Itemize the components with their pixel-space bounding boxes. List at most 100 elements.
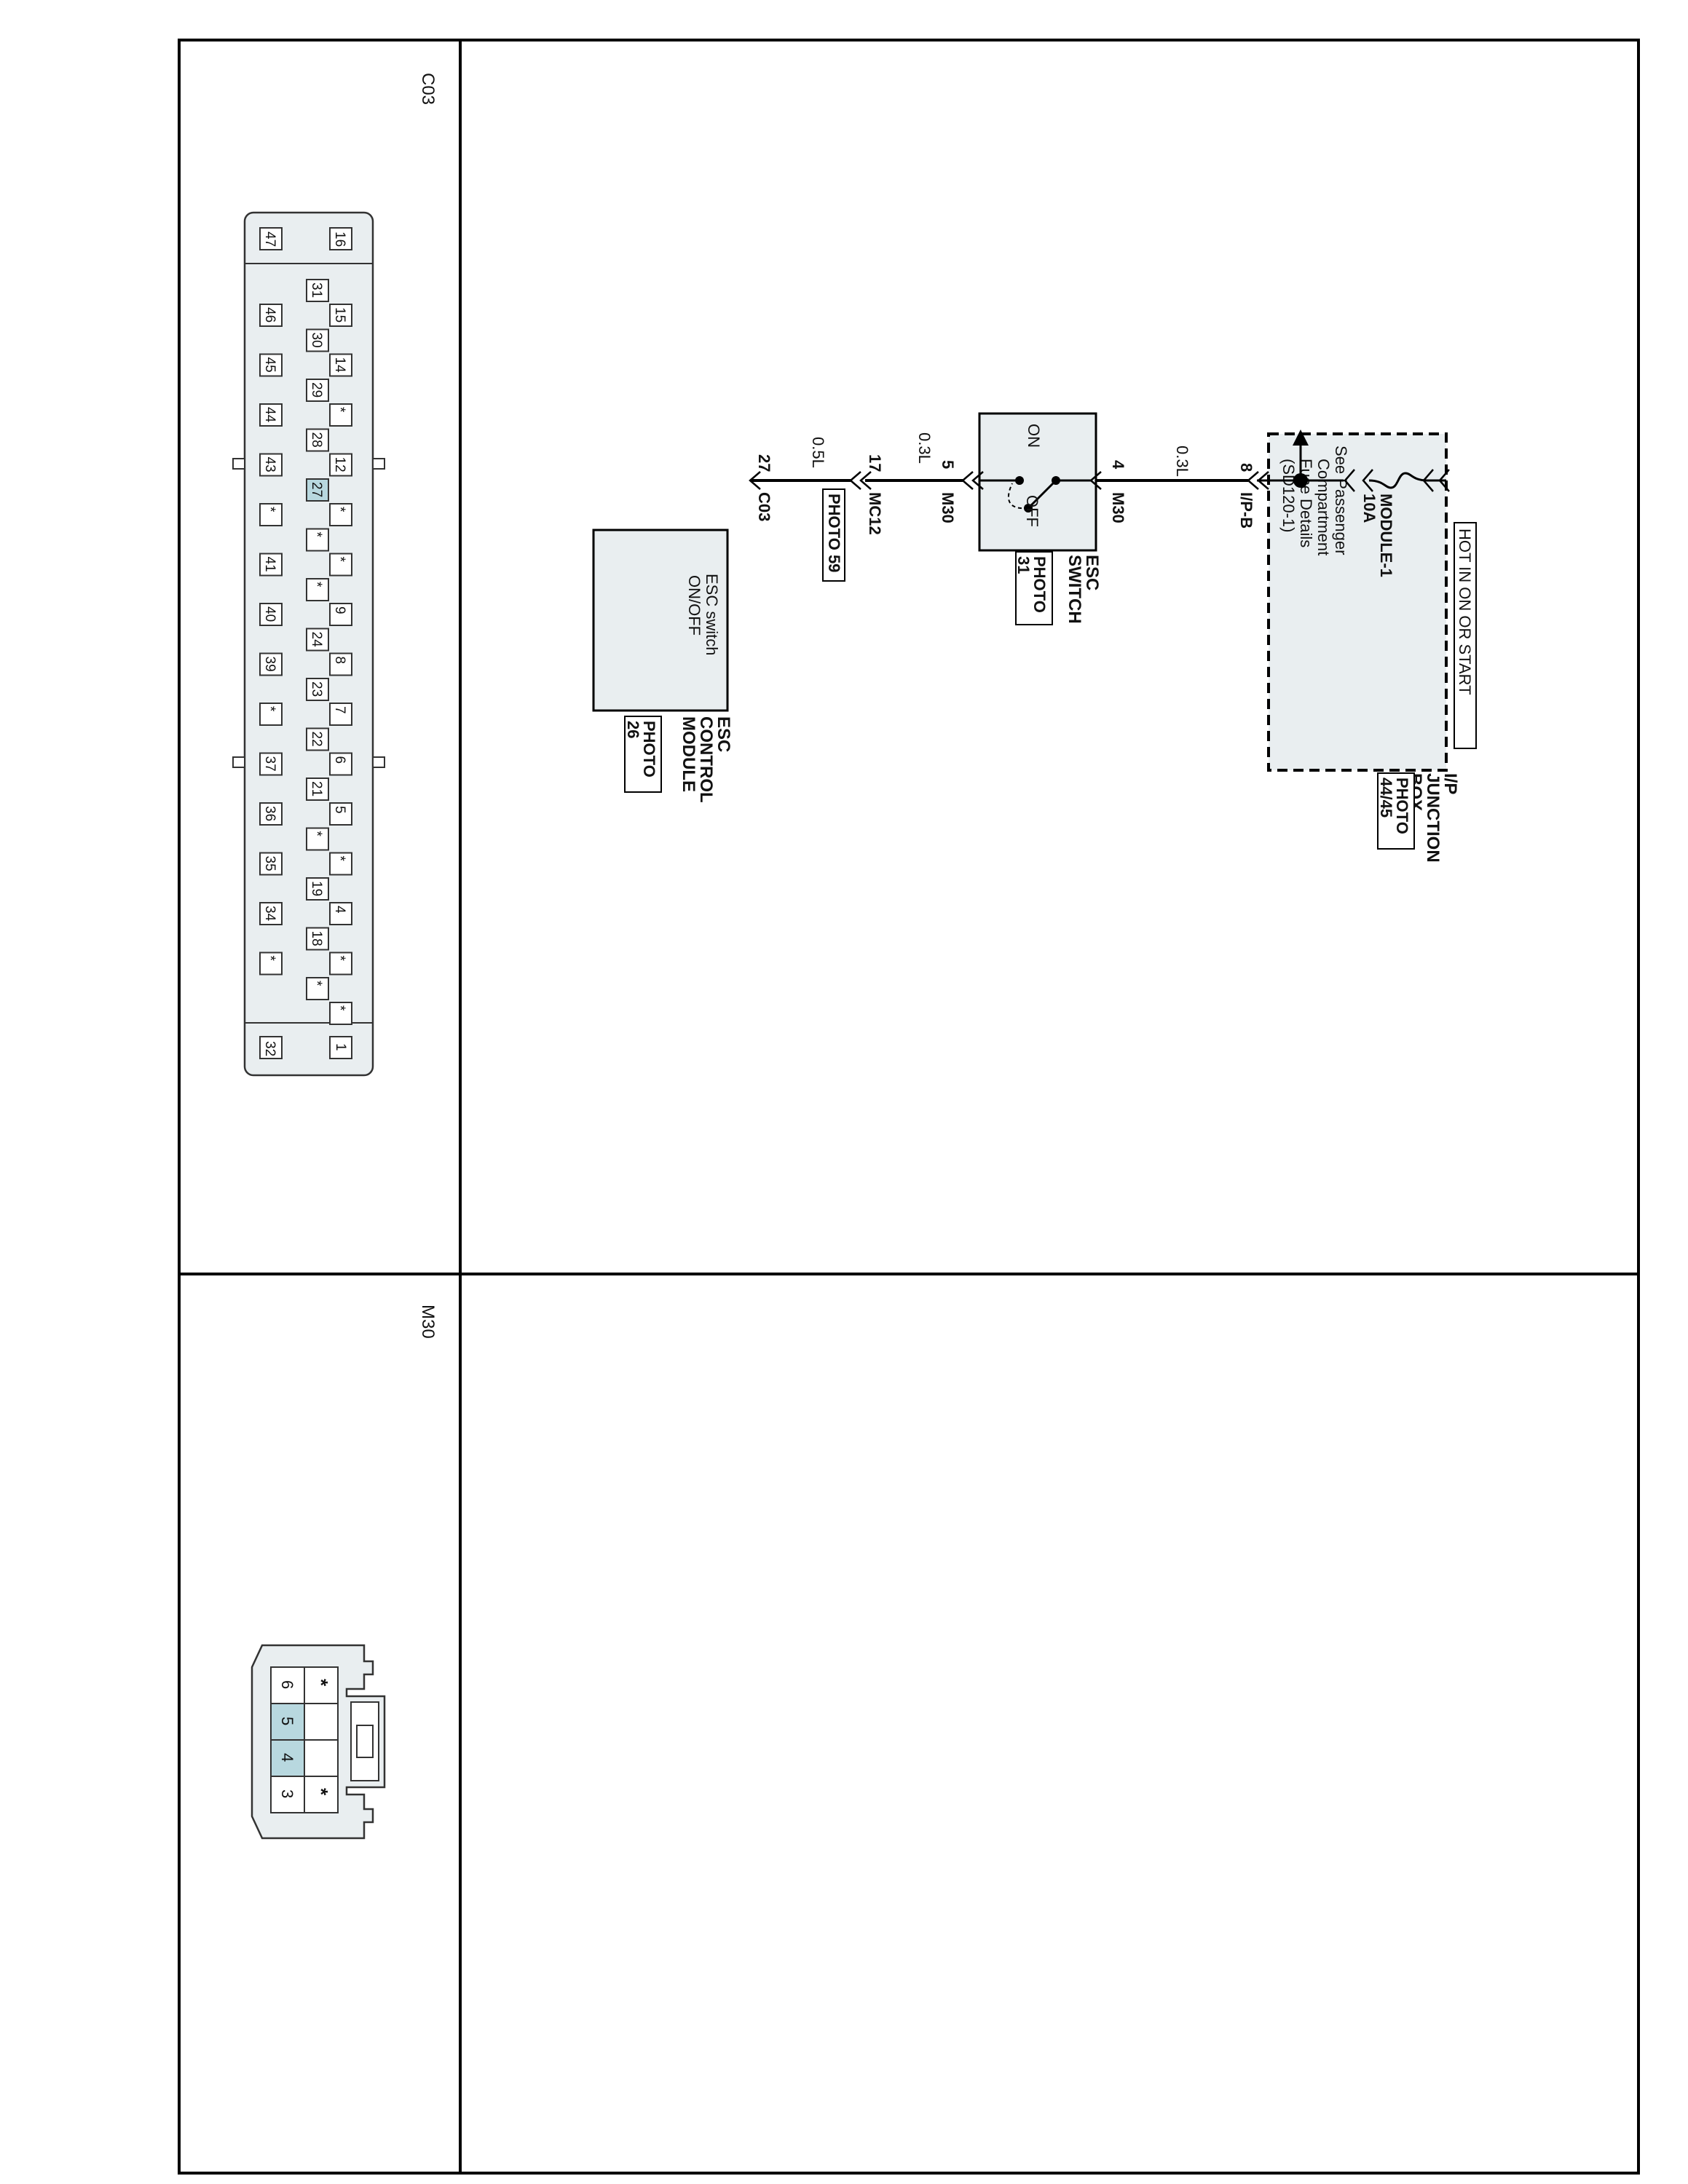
c03-connector: C03 [755,492,773,521]
c03-pin: * [332,1005,347,1011]
mc12-photo-tag [822,488,845,582]
ipb-connector: I/P-B [1237,492,1255,529]
esc-module-photo-tag [624,716,662,793]
c03-pin: * [332,557,347,563]
c03-pin: 43 [262,457,277,472]
c03-pin-cell [329,802,352,826]
c03-pin-cell [306,877,329,901]
hot-label-box [1454,522,1477,749]
c03-pin-cell [329,453,352,477]
switch-on-label: ON [1025,424,1043,448]
c03-pin: 36 [262,806,277,821]
wire2-spec: 0.3L [915,432,934,464]
c03-pin-27: 27 [755,454,773,472]
c03-pin: 45 [262,357,277,373]
c03-pin-cell [306,428,329,452]
m30-connector-b: M30 [939,492,957,523]
c03-pin: 15 [332,307,347,323]
c03-pin: 8 [332,657,347,665]
c03-latch-tab [232,458,245,470]
see-passenger-note: (SD120-1) [1279,459,1298,532]
c03-pin: 16 [332,232,347,247]
c03-pin-cell [329,503,352,526]
c03-pin-cell [306,727,329,751]
esc-module-inner-text: ESC switch [703,574,721,655]
c03-pin: * [332,407,347,413]
c03-pin-cell [306,578,329,601]
c03-pin-cell [306,678,329,701]
c03-latch-tab [372,458,385,470]
m30-cavity [270,1739,305,1777]
m30-cavity [304,1703,339,1741]
c03-pin: 6 [332,756,347,764]
c03-pin-cell [329,703,352,726]
m30-pin: * [310,1679,332,1687]
m30-cavity [270,1776,305,1813]
arrow-up-icon [1293,430,1309,446]
c03-pin: 40 [262,606,277,622]
c03-pin-cell [259,852,283,876]
c03-pin: 12 [332,457,347,472]
c03-pin: 29 [309,382,324,397]
c03-pin: 21 [309,781,324,796]
ip-box-title: I/P [1440,773,1460,794]
c03-pin: 14 [332,357,347,373]
c03-pin: 44 [262,407,277,423]
c03-pin: 9 [332,606,347,614]
m30-cavity [304,1666,339,1704]
see-passenger-note: Compartment [1314,459,1333,555]
ip-box-title: JUNCTION [1423,773,1443,863]
c03-pin: 23 [309,681,324,697]
c03-pin: * [309,582,324,587]
c03-pin-cell [329,304,352,327]
esc-switch-photo: 31 [1014,556,1033,574]
ip-box-photo: 44/45 [1377,778,1395,818]
c03-pin-cell [259,951,283,976]
c03-pin: * [332,507,347,513]
c03-pin: 41 [262,557,277,572]
esc-module-title: MODULE [679,716,698,792]
wire3-spec: 0.5L [809,437,827,468]
esc-control-module-box [592,529,729,712]
m30-pin-4: 4 [1109,460,1127,470]
c03-pin-cell [329,951,352,976]
c03-pin-cell [306,628,329,652]
c03-pin-cell [259,802,283,826]
ipb-pin: 8 [1237,463,1255,472]
wire1-spec: 0.3L [1173,446,1191,477]
connector-chevron-icon [749,471,761,490]
esc-switch-photo-tag [1015,551,1053,625]
c03-pin-cell [259,304,283,327]
c03-pin-cell [306,478,329,502]
c03-pin-cell [259,703,283,726]
c03-pin: 19 [309,881,324,896]
esc-switch-box [978,412,1097,552]
m30-pin: 5 [278,1717,296,1725]
see-passenger-note: See Passenger [1332,446,1350,555]
c03-pin-cell [329,752,352,776]
c03-pin: * [262,507,277,513]
m30-cavity [270,1666,305,1704]
m30-pin: 6 [278,1680,296,1689]
c03-pin-cell [329,902,352,925]
c03-latch-tab [372,756,385,768]
esc-module-photo: PHOTO [640,721,658,778]
c03-pin: 22 [309,732,324,747]
c03-pin-cell [306,528,329,552]
switch-blade [1027,479,1057,510]
switch-off-label: OFF [1023,495,1041,527]
c03-pin-cell [259,603,283,626]
c03-pin-cell [329,652,352,676]
m30-cavity [304,1739,339,1777]
c03-latch-tab [232,756,245,768]
c03-pin-cell [259,503,283,526]
c03-pin-cell [259,453,283,477]
c03-pin: 34 [262,906,277,922]
c03-pin: * [309,981,324,986]
